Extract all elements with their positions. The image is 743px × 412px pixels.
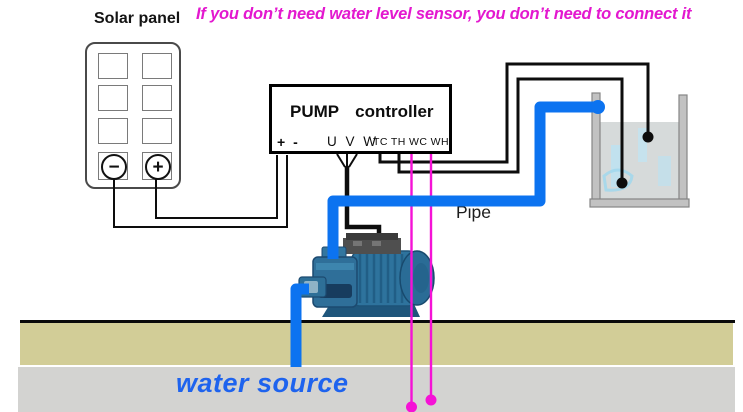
soil-band xyxy=(20,323,733,365)
controller-title-pump: PUMP xyxy=(290,102,340,121)
minus-icon: − xyxy=(101,154,127,180)
terminal-box-screw xyxy=(372,241,381,246)
lower-level-sensor-dot xyxy=(616,177,628,189)
solar-cell xyxy=(98,85,128,111)
pipes xyxy=(290,101,594,367)
pump xyxy=(298,233,435,317)
tank-bottom-wall xyxy=(589,198,690,208)
solar-minus-wire xyxy=(113,155,288,228)
water-source-label: water source xyxy=(176,368,349,398)
water-source-band xyxy=(18,367,735,412)
solar-panel: − + xyxy=(85,42,181,189)
plus-icon: + xyxy=(145,154,171,180)
solar-panel-label: Solar panel xyxy=(94,10,181,27)
pipe-label: Pipe xyxy=(456,202,492,222)
pump-controller-box: PUMP controller + - U V W TC TH WC WH xyxy=(269,84,452,154)
upper-level-sensor-dot xyxy=(642,131,654,143)
controller-title: PUMP controller xyxy=(290,102,434,122)
solar-minus-terminal: − xyxy=(98,152,128,180)
ground-surface-line xyxy=(20,320,735,323)
solar-plus-terminal: + xyxy=(142,152,172,180)
terminal-box-lid xyxy=(346,233,398,240)
discharge-pipe-outlet xyxy=(591,100,605,114)
solar-cell xyxy=(142,53,172,79)
water-highlight xyxy=(658,156,671,186)
water-swirl xyxy=(602,168,634,192)
solar-cell xyxy=(98,53,128,79)
motor-fins xyxy=(358,254,404,303)
water-highlight xyxy=(611,145,622,187)
solar-cell xyxy=(98,118,128,144)
motor-output-terminals: U V W xyxy=(327,134,379,150)
tank-right-wall xyxy=(678,94,688,205)
water-tank xyxy=(589,92,690,208)
discharge-pipe xyxy=(327,101,594,259)
pump-head-collar xyxy=(316,263,354,270)
th-sensor-wire xyxy=(397,77,624,183)
terminal-box-screw xyxy=(353,241,362,246)
solar-cell xyxy=(142,118,172,144)
tc-sensor-wire xyxy=(378,62,650,164)
dc-input-terminals: + - xyxy=(277,133,300,150)
water-highlight xyxy=(638,128,647,162)
controller-title-controller: controller xyxy=(355,102,434,121)
wc-probe-tip xyxy=(406,401,417,412)
motor-end-hub xyxy=(413,263,429,293)
wh-probe-tip xyxy=(425,394,437,406)
solar-cell xyxy=(142,85,172,111)
annotation-note: If you don’t need water level sensor, yo… xyxy=(196,5,692,23)
sensor-terminals: TC TH WC WH xyxy=(373,136,449,149)
solar-plus-wire xyxy=(155,155,278,219)
suction-pipe xyxy=(290,283,309,367)
uvw-phase-wires xyxy=(336,153,358,168)
